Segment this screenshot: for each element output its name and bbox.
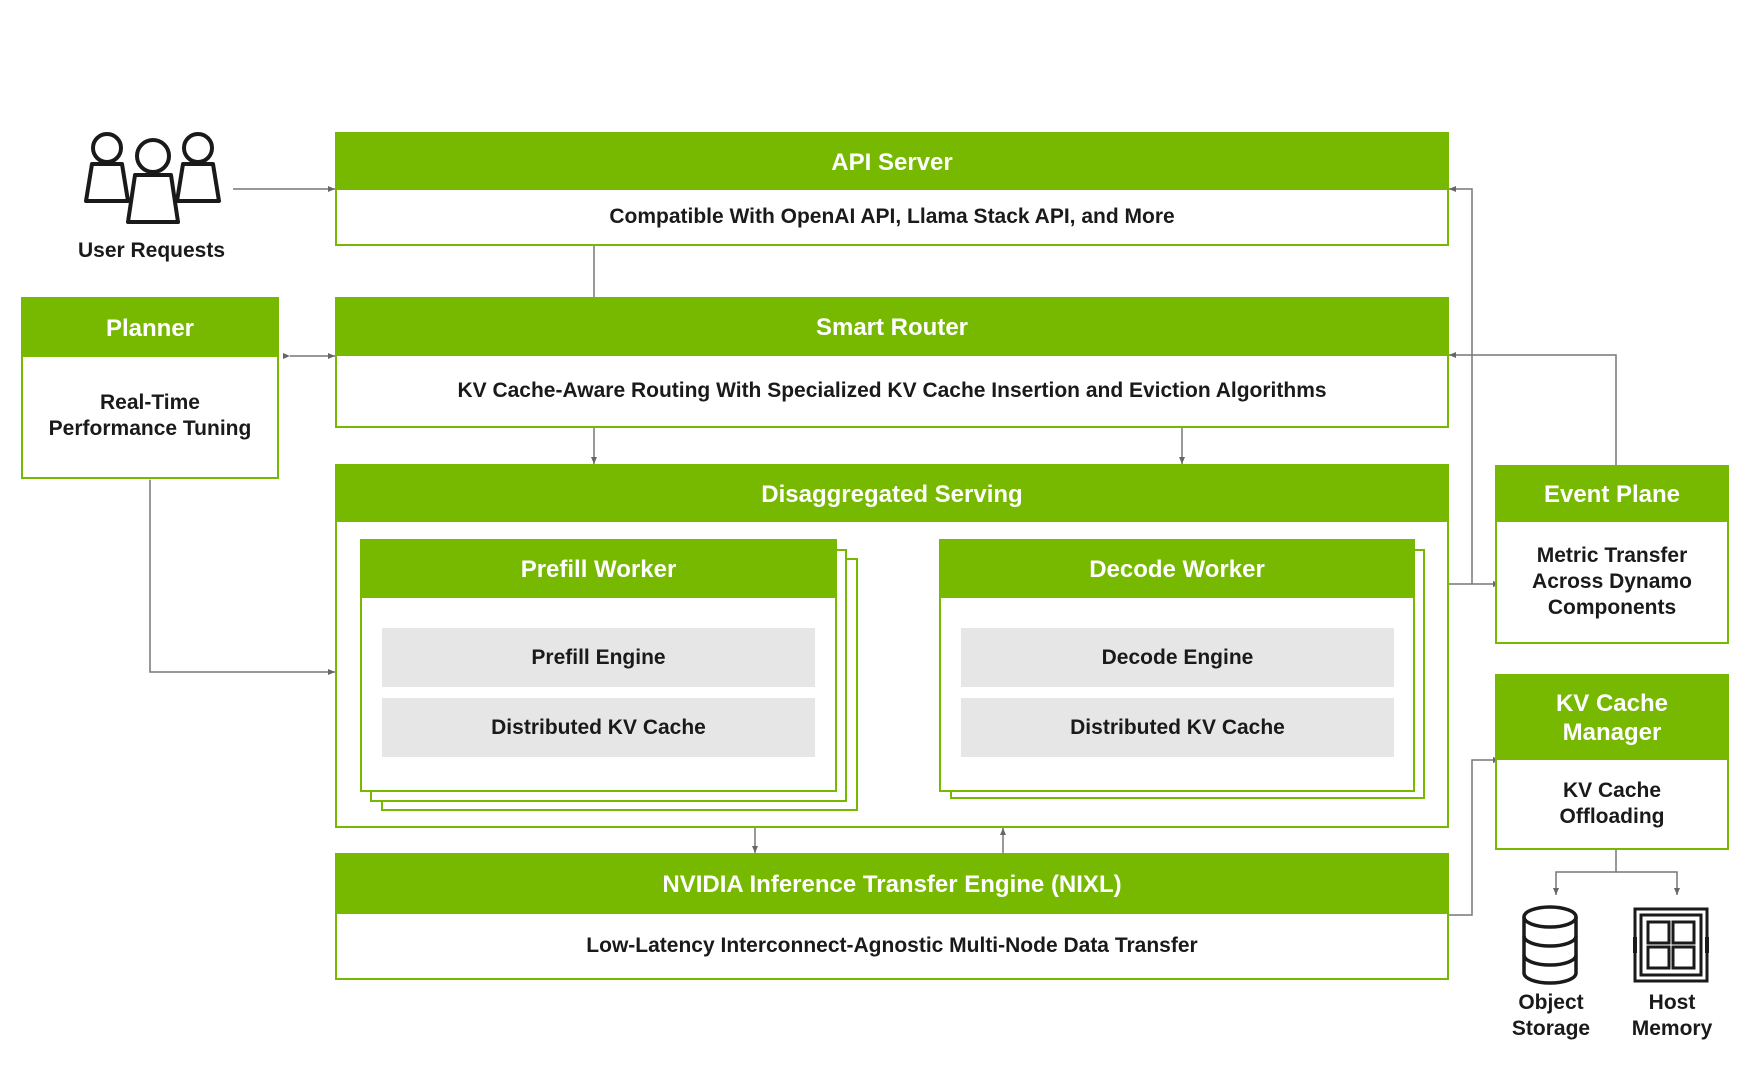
event-plane-description: Metric Transfer Across Dynamo Components (1532, 544, 1692, 619)
planner-title: Planner (23, 299, 277, 357)
memory-chip-icon (1633, 907, 1709, 983)
nixl-box: NVIDIA Inference Transfer Engine (NIXL) … (335, 853, 1449, 980)
decode-worker-title: Decode Worker (941, 541, 1413, 598)
nixl-description: Low-Latency Interconnect-Agnostic Multi-… (586, 934, 1198, 957)
kv-cache-manager-box: KV Cache Manager KV Cache Offloading (1495, 674, 1729, 850)
user-requests-label: User Requests (77, 239, 226, 262)
prefill-worker-title: Prefill Worker (362, 541, 835, 598)
smart-router-title: Smart Router (337, 299, 1447, 356)
event-plane-title: Event Plane (1497, 467, 1727, 522)
smart-router-box: Smart Router KV Cache-Aware Routing With… (335, 297, 1449, 428)
decode-distributed-kv-cache: Distributed KV Cache (961, 698, 1394, 757)
kv-cache-manager-description: KV Cache Offloading (1559, 779, 1665, 828)
prefill-engine: Prefill Engine (382, 628, 815, 687)
api-server-box: API Server Compatible With OpenAI API, L… (335, 132, 1449, 246)
disaggregated-serving-title: Disaggregated Serving (337, 466, 1447, 522)
decode-engine: Decode Engine (961, 628, 1394, 687)
api-server-description: Compatible With OpenAI API, Llama Stack … (609, 205, 1175, 228)
nixl-title: NVIDIA Inference Transfer Engine (NIXL) (337, 855, 1447, 914)
smart-router-description: KV Cache-Aware Routing With Specialized … (457, 379, 1327, 402)
planner-box: Planner Real-Time Performance Tuning (21, 297, 279, 479)
event-plane-box: Event Plane Metric Transfer Across Dynam… (1495, 465, 1729, 644)
planner-description: Real-Time Performance Tuning (48, 391, 252, 440)
database-icon (1522, 905, 1578, 985)
api-server-title: API Server (337, 134, 1447, 190)
users-icon (84, 132, 221, 224)
prefill-distributed-kv-cache: Distributed KV Cache (382, 698, 815, 757)
host-memory-label: Host Memory (1631, 991, 1713, 1040)
kv-cache-manager-title: KV Cache Manager (1497, 676, 1727, 760)
object-storage-label: Object Storage (1511, 991, 1591, 1040)
user-requests: User Requests (74, 130, 229, 270)
